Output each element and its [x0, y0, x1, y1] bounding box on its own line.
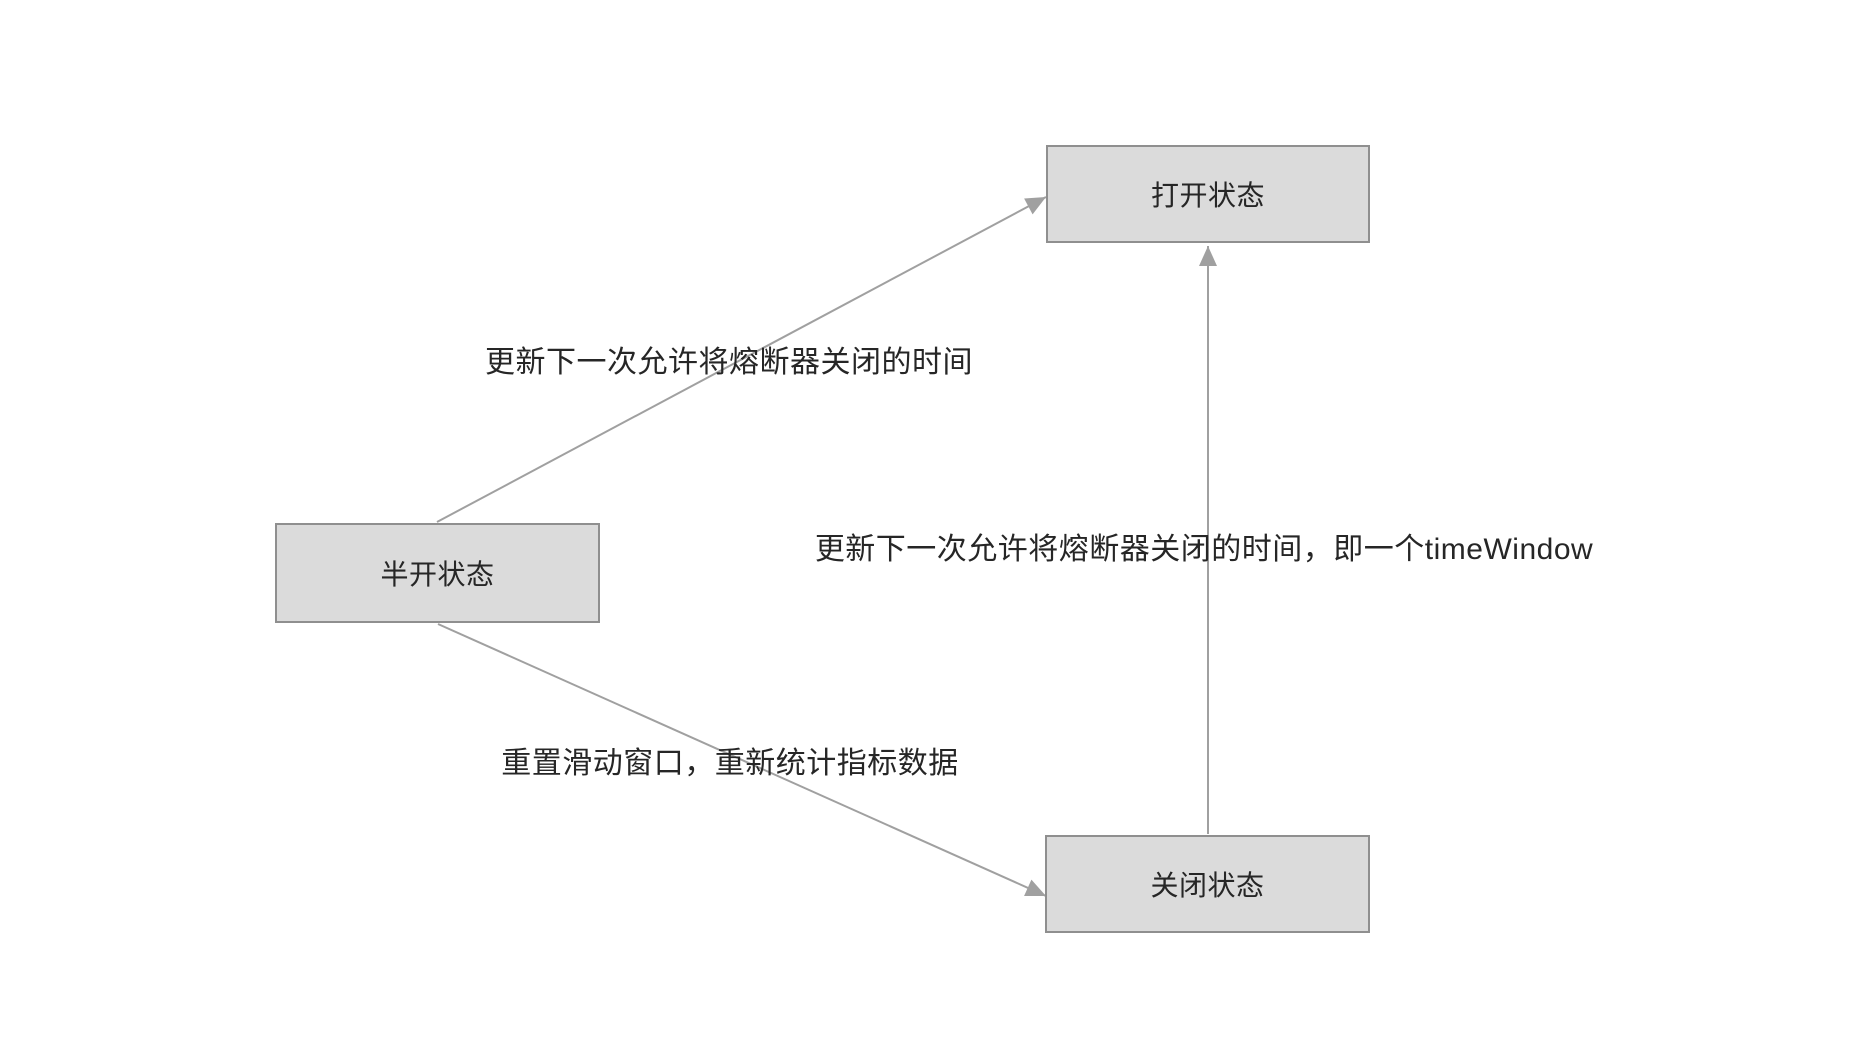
node-open-state-label: 打开状态: [1150, 180, 1265, 211]
edge-label-halfopen-to-open: 更新下一次允许将熔断器关闭的时间: [485, 346, 973, 379]
edge-label-closed-to-open: 更新下一次允许将熔断器关闭的时间，即一个timeWindow: [814, 533, 1594, 566]
node-half-open-state-label: 半开状态: [380, 559, 495, 590]
edge-label-halfopen-to-closed: 重置滑动窗口，重新统计指标数据: [501, 747, 959, 780]
node-half-open-state: 半开状态: [275, 523, 600, 623]
node-open-state: 打开状态: [1046, 145, 1370, 243]
edge-halfopen-to-closed: [437, 623, 1047, 897]
node-closed-state-label: 关闭状态: [1150, 870, 1265, 901]
node-closed-state: 关闭状态: [1045, 835, 1370, 933]
edge-halfopen-to-open: [436, 196, 1047, 523]
